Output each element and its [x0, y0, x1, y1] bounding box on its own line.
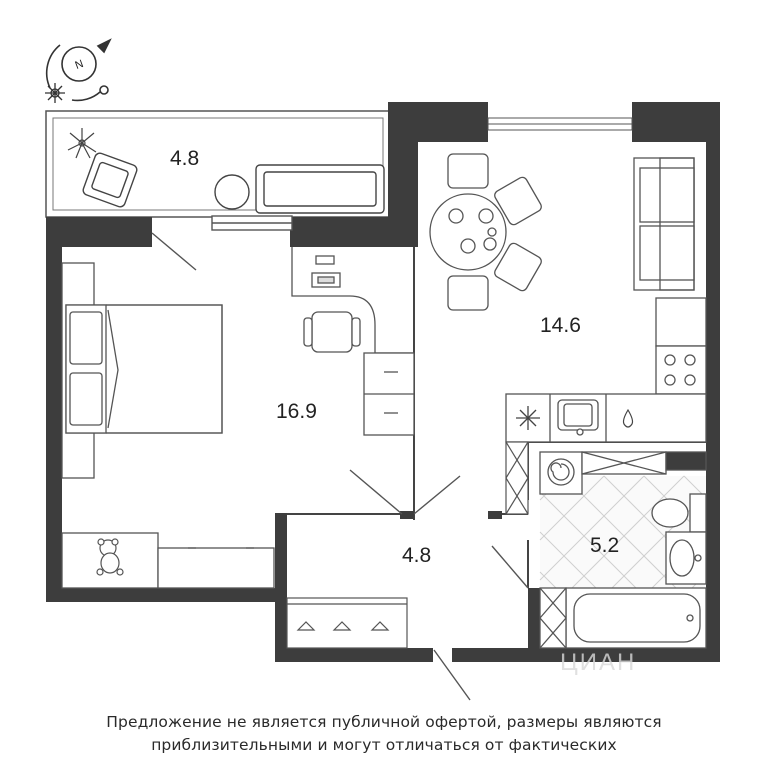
kitchen-living: [429, 153, 707, 443]
teddy-bear-icon: [96, 538, 124, 576]
bedroom-area: 16.9: [276, 400, 317, 423]
disclaimer-line-2: приблизительными и могут отличаться от ф…: [151, 736, 617, 754]
hallway-area: 4.8: [402, 544, 431, 567]
hall-cabinet: [505, 441, 529, 515]
balcony-table: [214, 174, 250, 210]
hanger-icon: [296, 621, 390, 631]
balcony: [45, 110, 391, 218]
kitchen-window: [487, 117, 633, 131]
plant-icon: [67, 128, 97, 159]
walls: [46, 102, 720, 662]
wall-stub: [400, 511, 414, 519]
balcony-area: 4.8: [170, 147, 199, 170]
bathroom-area: 5.2: [590, 534, 619, 557]
bathroom-door: [491, 545, 529, 589]
disclaimer-line-1: Предложение не является публичной оферто…: [106, 713, 662, 731]
armchair-icon: [82, 152, 138, 208]
snowflake-icon: [516, 406, 540, 430]
bathroom: [539, 451, 707, 649]
balcony-sofa: [255, 164, 385, 214]
entrance-door: [433, 649, 471, 701]
watermark: ЦИАН: [560, 649, 636, 676]
kitchen-living-area: 14.6: [540, 314, 581, 337]
hall-wardrobe: [286, 597, 408, 649]
compass-icon: [45, 38, 112, 103]
compass-letter: N: [74, 58, 86, 72]
balcony-door: [151, 215, 293, 271]
bedroom-door: [349, 469, 403, 515]
kitchen-door: [413, 475, 461, 515]
bedroom: [61, 247, 415, 589]
wall-stub-2: [488, 511, 502, 519]
water-drop-icon: [622, 408, 634, 428]
